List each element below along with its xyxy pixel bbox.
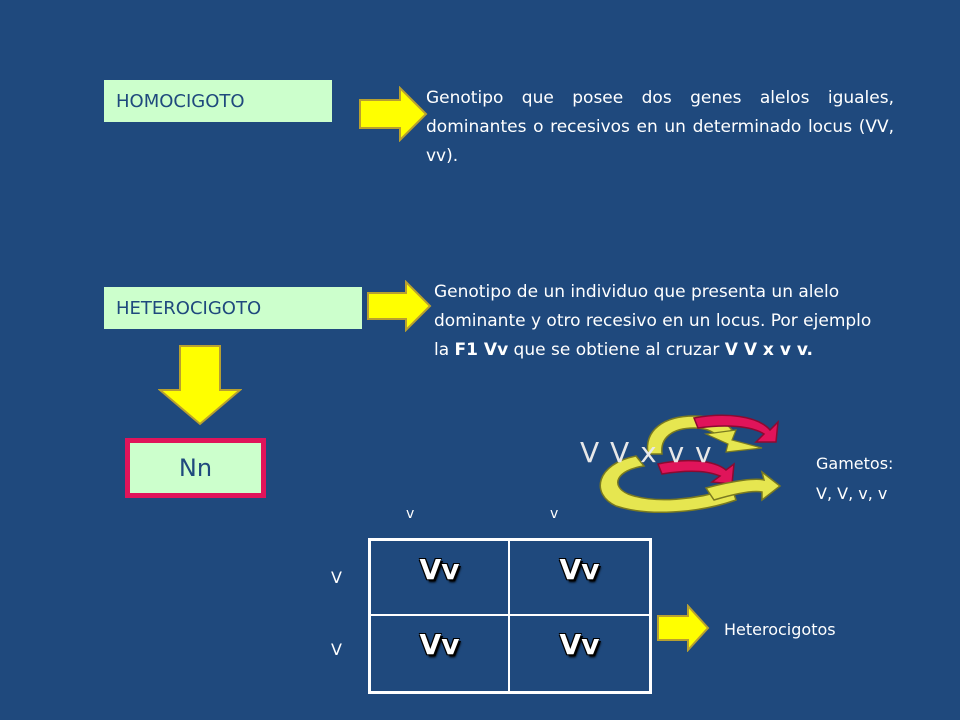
example-genotype: Nn <box>178 454 213 482</box>
gametes-title: Gametos: <box>816 454 894 473</box>
result-label: Heterocigotos <box>724 620 836 639</box>
heterocigoto-definition-bold2: V V x v v. <box>724 340 813 360</box>
right-arrow-icon <box>657 604 710 652</box>
heterocigoto-definition-text1: Genotipo de un individuo que presenta un… <box>434 282 872 360</box>
punnett-cell: Vv <box>371 616 510 691</box>
right-arrow-icon <box>359 86 428 142</box>
heterocigoto-definition: Genotipo de un individuo que presenta un… <box>434 278 884 365</box>
gametes-list: V, V, v, v <box>816 484 888 503</box>
cross-formula: V V x v v <box>580 436 713 469</box>
example-genotype-box: Nn <box>125 438 266 498</box>
punnett-col-header: v <box>406 506 415 522</box>
heterocigoto-definition-bold1: F1 Vv <box>454 340 509 360</box>
punnett-cell: Vv <box>371 541 510 616</box>
heterocigoto-label: HETEROCIGOTO <box>104 287 362 329</box>
punnett-row-header: V <box>331 640 342 659</box>
heterocigoto-definition-text2: que se obtiene al cruzar <box>508 340 725 360</box>
punnett-cell: Vv <box>510 541 649 616</box>
homocigoto-label: HOMOCIGOTO <box>104 80 332 122</box>
homocigoto-definition: Genotipo que posee dos genes alelos igua… <box>426 88 894 166</box>
down-arrow-icon <box>158 345 242 426</box>
punnett-col-header: v <box>550 506 559 522</box>
punnett-cell: Vv <box>559 628 600 661</box>
punnett-square: Vv Vv Vv Vv <box>368 538 652 694</box>
punnett-row-header: V <box>331 568 342 587</box>
curved-arrows-icon <box>599 414 782 513</box>
right-arrow-icon <box>367 280 432 332</box>
